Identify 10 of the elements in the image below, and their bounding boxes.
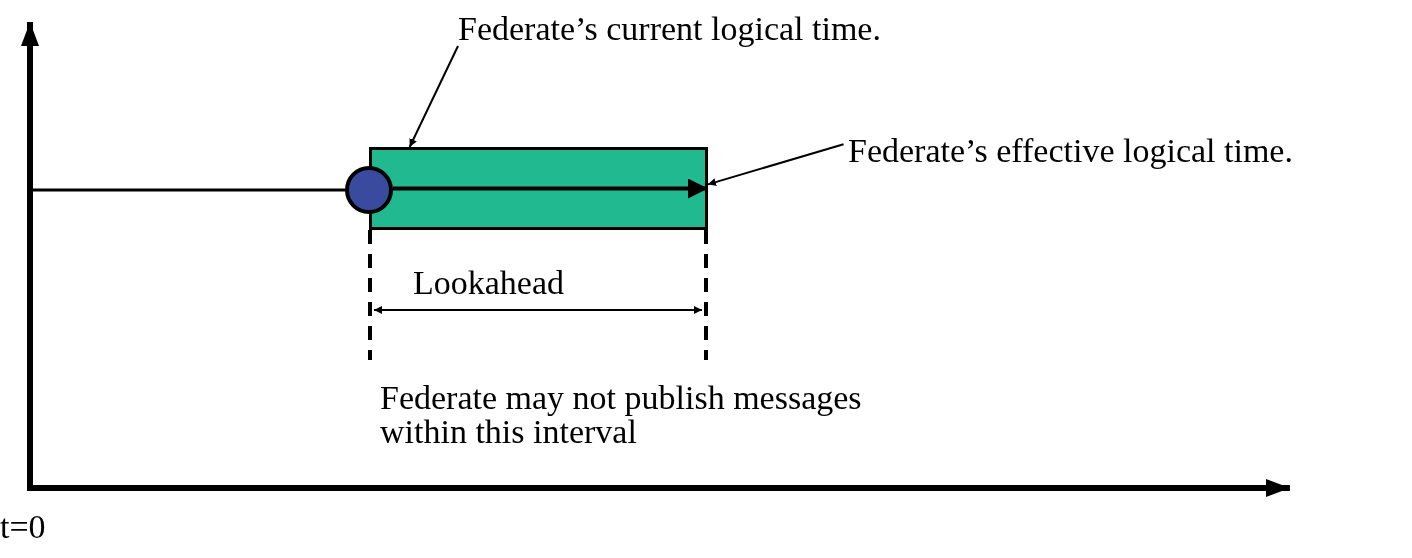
- leader-arrow: [408, 45, 459, 148]
- interval-bar: [369, 147, 708, 230]
- callout-text: Federate’s effective logical time.: [848, 134, 1293, 168]
- leader-arrow: [707, 143, 845, 186]
- dimension-label: Lookahead: [413, 266, 565, 300]
- arrow: [393, 178, 708, 199]
- time-label: t=0: [0, 510, 46, 544]
- event-circle: [345, 166, 393, 214]
- note-text: Federate may not publish messages within this interval: [380, 381, 863, 449]
- callout-text: Federate’s current logical time.: [458, 12, 881, 46]
